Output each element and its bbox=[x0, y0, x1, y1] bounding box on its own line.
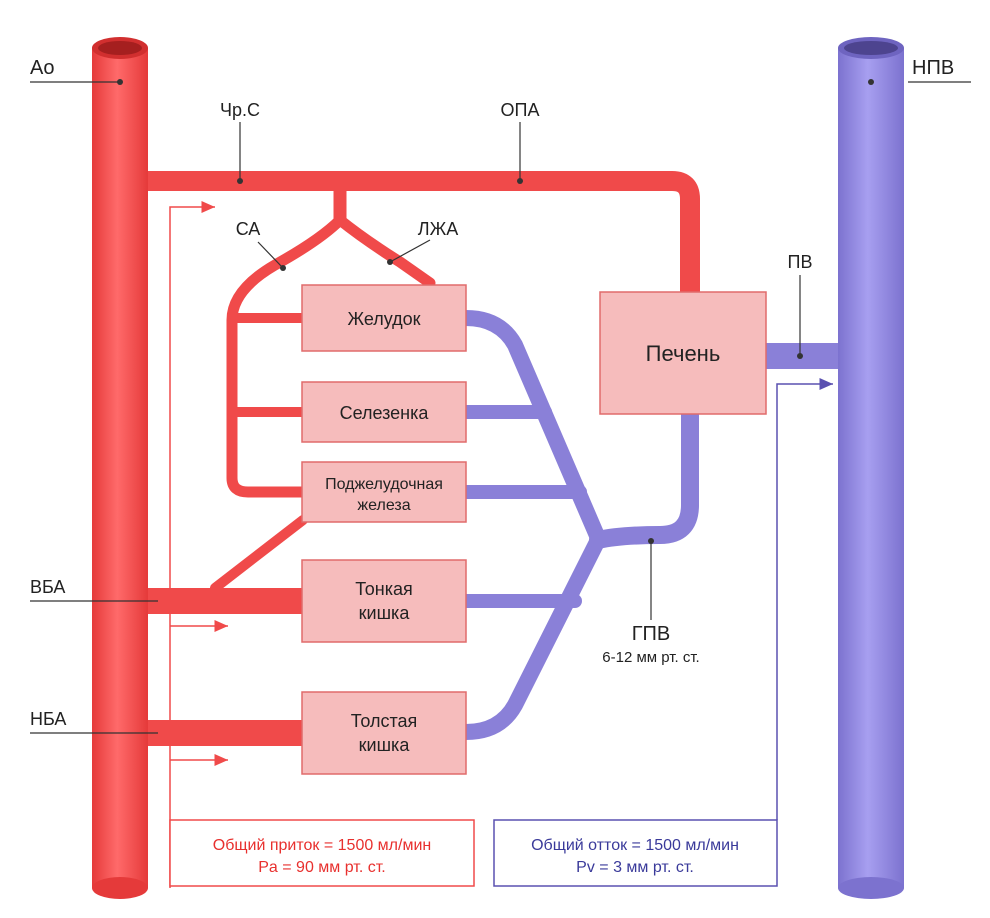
outflow-indicator bbox=[776, 378, 833, 820]
leader-lines bbox=[30, 81, 971, 734]
ivc-label: НПВ bbox=[912, 57, 954, 79]
liver-label: Печень bbox=[646, 341, 721, 366]
inflow-line1: Общий приток = 1500 мл/мин bbox=[213, 837, 431, 854]
hepatic-artery-label: ОПА bbox=[501, 100, 540, 120]
inflow-indicator bbox=[169, 201, 228, 888]
spleen-label: Селезенка bbox=[340, 403, 430, 423]
spleen-box bbox=[301, 381, 467, 443]
celiac-label: Чр.С bbox=[220, 100, 260, 120]
inferior-vena-cava bbox=[838, 37, 904, 899]
pancreas-label-line2: железа bbox=[357, 497, 410, 514]
vein-stomach bbox=[458, 310, 606, 546]
portal-pressure-label: 6-12 мм рт. ст. bbox=[602, 649, 699, 666]
small-intestine-label-line1: Тонкая bbox=[355, 579, 413, 599]
left-gastric-artery-label: ЛЖА bbox=[418, 219, 458, 239]
ima-label: НБА bbox=[30, 709, 66, 729]
hepatic-vein-label: ПВ bbox=[788, 252, 813, 272]
artery-sma-to-pancreas bbox=[210, 515, 308, 593]
artery-left-gastric bbox=[334, 214, 436, 289]
pancreas-label-line1: Поджелудочная bbox=[325, 476, 443, 493]
outflow-line2: Pv = 3 мм рт. ст. bbox=[576, 859, 694, 876]
vein-colon bbox=[458, 532, 606, 740]
splenic-artery-label: СА bbox=[236, 219, 261, 239]
small-intestine-box bbox=[301, 559, 467, 643]
sma-label: ВБА bbox=[30, 577, 65, 597]
aorta bbox=[92, 37, 148, 899]
aorta-label: Ао bbox=[30, 57, 54, 79]
artery-common-hepatic bbox=[138, 171, 700, 305]
inflow-line2: Pa = 90 мм рт. ст. bbox=[258, 859, 385, 876]
small-intestine-label-line2: кишка bbox=[359, 603, 411, 623]
stomach-label: Желудок bbox=[347, 309, 420, 329]
leader-dots bbox=[117, 79, 874, 544]
outflow-line1: Общий отток = 1500 мл/мин bbox=[531, 837, 739, 854]
arterial-network bbox=[135, 171, 700, 746]
artery-splenic-branch bbox=[226, 214, 346, 498]
inflow-box: Общий приток = 1500 мл/мин Pa = 90 мм рт… bbox=[169, 819, 475, 887]
vessel-labels: Ао НПВ Чр.С ОПА СА ЛЖА ПВ ВБА НБА ГПВ 6-… bbox=[30, 57, 954, 729]
vein-portal bbox=[589, 406, 699, 549]
organs: Желудок Селезенка Поджелудочная железа Т… bbox=[301, 284, 767, 775]
colon-box bbox=[301, 691, 467, 775]
colon-label-line2: кишка bbox=[359, 735, 411, 755]
portal-vein-label: ГПВ bbox=[632, 623, 671, 645]
colon-label-line1: Толстая bbox=[351, 711, 418, 731]
pancreas-box bbox=[301, 461, 467, 523]
stomach-box bbox=[301, 284, 467, 352]
liver-box bbox=[599, 291, 767, 415]
outflow-box: Общий отток = 1500 мл/мин Pv = 3 мм рт. … bbox=[493, 819, 778, 887]
